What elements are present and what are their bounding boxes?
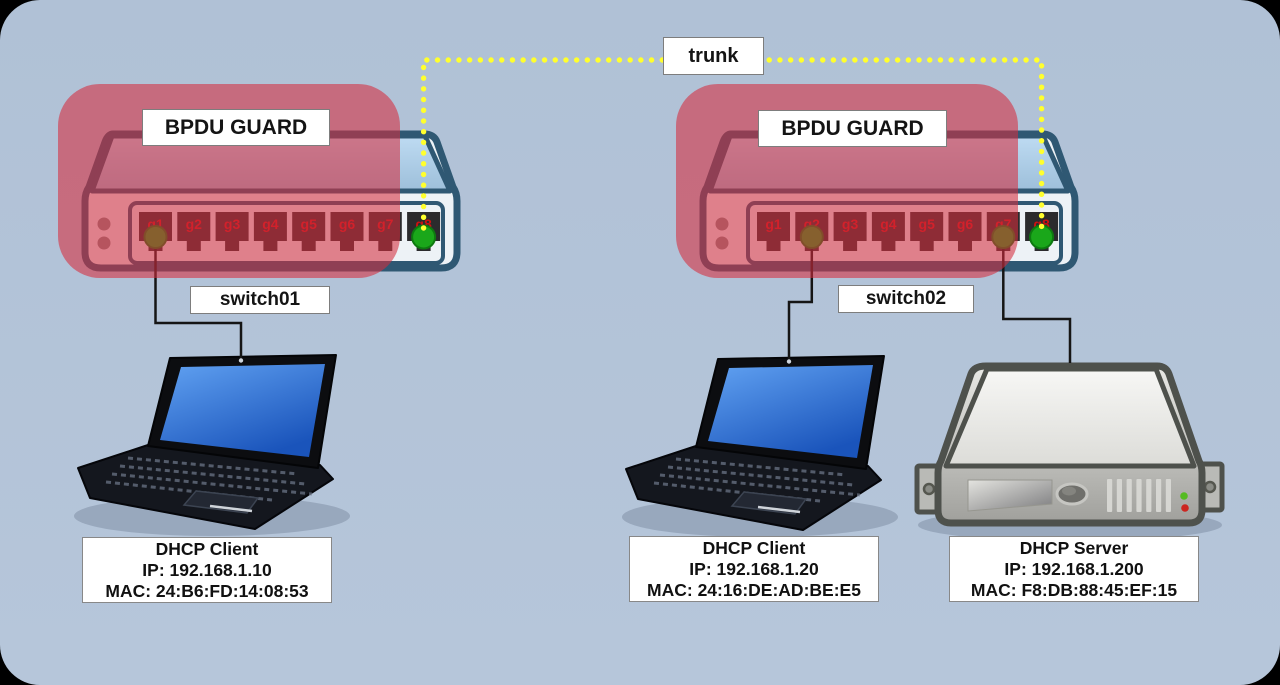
dhcp-server-label: DHCP Server IP: 192.168.1.200 MAC: F8:DB… (949, 536, 1199, 602)
trunk-label: trunk (663, 37, 764, 75)
device-title: DHCP Server (1019, 537, 1129, 558)
device-ip: IP: 192.168.1.20 (689, 558, 819, 579)
device-title: DHCP Client (155, 538, 259, 559)
device-ip: IP: 192.168.1.200 (1004, 558, 1144, 579)
dhcp-client-2-laptop (620, 354, 900, 539)
trunk-link-line (420, 57, 1045, 231)
switch02-name-label: switch02 (838, 285, 974, 313)
device-mac: MAC: F8:DB:88:45:EF:15 (970, 579, 1178, 600)
server-power-button-highlight (1062, 486, 1076, 496)
dhcp-client-1-laptop (72, 353, 352, 538)
link-sw1g1-client1 (154, 240, 243, 358)
server-led-red (1181, 504, 1189, 512)
device-mac: MAC: 24:B6:FD:14:08:53 (105, 580, 309, 601)
switch01-name-label: switch01 (190, 286, 330, 314)
server-top-face (943, 366, 1197, 469)
bpdu-guard-label-switch01: BPDU GUARD (142, 109, 330, 146)
server-drive-bay (967, 479, 1053, 512)
server-vents (1107, 479, 1171, 512)
device-mac: MAC: 24:16:DE:AD:BE:E5 (647, 579, 861, 600)
device-title: DHCP Client (702, 537, 806, 558)
bpdu-guard-label-switch02: BPDU GUARD (758, 110, 947, 147)
server-bracket-hole (1203, 480, 1217, 494)
device-ip: IP: 192.168.1.10 (142, 559, 272, 580)
dhcp-client-1-label: DHCP Client IP: 192.168.1.10 MAC: 24:B6:… (82, 537, 332, 603)
dhcp-server-graphic (914, 362, 1225, 541)
dhcp-client-2-label: DHCP Client IP: 192.168.1.20 MAC: 24:16:… (629, 536, 879, 602)
link-sw2g7-server (1002, 240, 1072, 363)
server-led-green (1180, 492, 1188, 500)
server-bracket-hole (922, 482, 936, 496)
